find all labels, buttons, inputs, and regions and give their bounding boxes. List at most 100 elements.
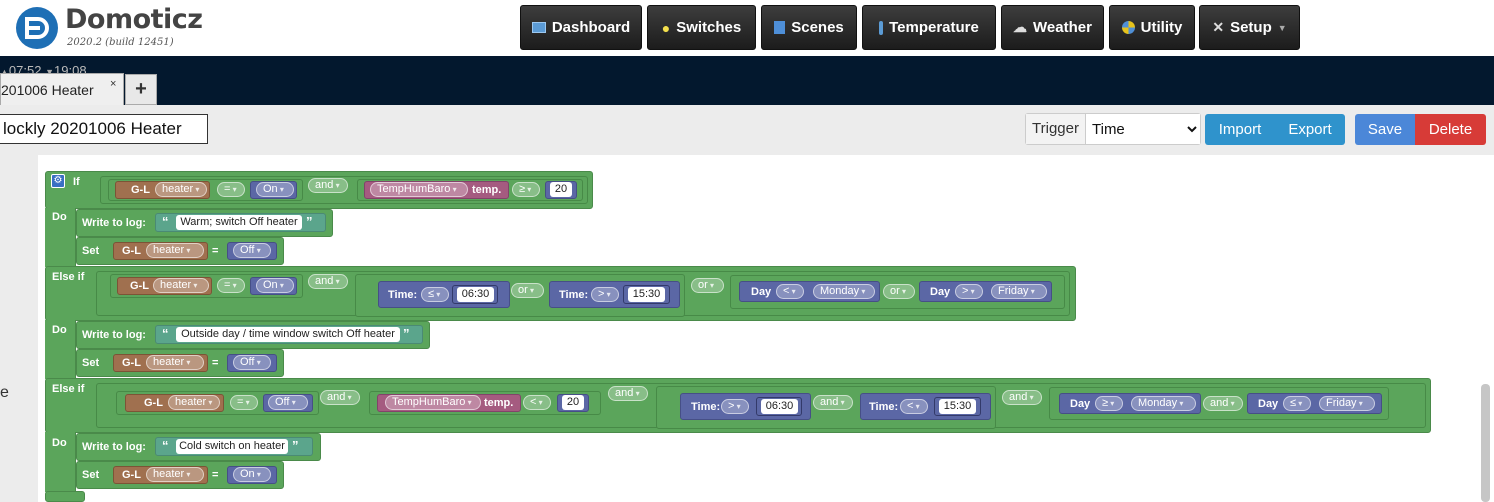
tools-icon: ✕ xyxy=(1212,19,1225,35)
operator-dropdown[interactable]: > xyxy=(721,399,749,414)
or-dropdown[interactable]: or xyxy=(691,278,724,293)
device-type-label: G-L xyxy=(122,357,141,369)
operator-dropdown[interactable]: < xyxy=(900,399,928,414)
day-dropdown[interactable]: Monday xyxy=(813,284,875,299)
nav-temperature[interactable]: Temperature xyxy=(862,5,996,50)
text-field[interactable]: Outside day / time window switch Off hea… xyxy=(176,327,400,342)
and-dropdown[interactable]: and xyxy=(1203,396,1243,411)
if-block-footer xyxy=(45,491,85,502)
and-dropdown[interactable]: and xyxy=(308,274,348,289)
day-label: Day xyxy=(930,286,951,298)
and-dropdown[interactable]: and xyxy=(1002,390,1042,405)
time-label: Time: xyxy=(559,289,589,301)
or-dropdown[interactable]: or xyxy=(511,283,544,298)
open-quote-icon: “ xyxy=(162,214,169,229)
and-dropdown[interactable]: and xyxy=(320,390,360,405)
equals-label: = xyxy=(212,357,219,369)
nav-scenes-label: Scenes xyxy=(791,19,844,36)
time-field[interactable]: 15:30 xyxy=(939,399,976,414)
sensor-dropdown[interactable]: TempHumBaro xyxy=(385,395,481,410)
device-dropdown[interactable]: heater xyxy=(146,355,204,370)
device-type-label: G-L xyxy=(131,184,150,196)
time-field[interactable]: 06:30 xyxy=(457,287,494,302)
open-quote-icon: “ xyxy=(162,438,169,453)
operator-dropdown[interactable]: = xyxy=(230,395,258,410)
number-field[interactable]: 20 xyxy=(562,395,584,410)
import-button[interactable]: Import xyxy=(1205,114,1275,145)
delete-button[interactable]: Delete xyxy=(1415,114,1486,145)
close-quote-icon: ” xyxy=(292,438,299,453)
device-type-label: G-L xyxy=(122,245,141,257)
operator-dropdown[interactable]: = xyxy=(217,182,245,197)
operator-dropdown[interactable]: < xyxy=(523,395,551,410)
write-log-label: Write to log: xyxy=(82,441,146,453)
write-log-label: Write to log: xyxy=(82,217,146,229)
device-type-label: G-L xyxy=(130,280,149,292)
side-text: e xyxy=(0,384,9,401)
operator-dropdown[interactable]: ≥ xyxy=(512,182,540,197)
trigger-select[interactable]: Time xyxy=(1086,114,1200,144)
device-dropdown[interactable]: heater xyxy=(146,467,204,482)
sensor-field-label: temp. xyxy=(472,184,502,196)
day-dropdown[interactable]: Monday xyxy=(1131,396,1196,411)
state-dropdown[interactable]: Off xyxy=(233,243,271,258)
sunset-icon: ▼ xyxy=(45,67,55,77)
device-dropdown[interactable]: heater xyxy=(168,395,220,410)
operator-dropdown[interactable]: ≤ xyxy=(421,287,449,302)
nav-scenes[interactable]: Scenes xyxy=(761,5,857,50)
and-dropdown[interactable]: and xyxy=(813,395,853,410)
device-dropdown[interactable]: heater xyxy=(155,182,207,197)
number-field[interactable]: 20 xyxy=(550,182,572,197)
operator-dropdown[interactable]: > xyxy=(591,287,619,302)
domoticz-logo-icon[interactable] xyxy=(16,7,58,49)
nav-setup[interactable]: ✕ Setup ▼ xyxy=(1199,5,1300,50)
equals-label: = xyxy=(212,469,219,481)
state-dropdown[interactable]: Off xyxy=(268,395,308,410)
device-dropdown[interactable]: heater xyxy=(153,278,209,293)
operator-dropdown[interactable]: > xyxy=(955,284,983,299)
time-field[interactable]: 06:30 xyxy=(761,399,798,414)
and-dropdown[interactable]: and xyxy=(308,178,348,193)
equals-label: = xyxy=(212,245,219,257)
close-icon[interactable]: × xyxy=(110,78,117,90)
day-dropdown[interactable]: Friday xyxy=(1319,396,1375,411)
nav-dashboard-label: Dashboard xyxy=(551,19,631,36)
operator-dropdown[interactable]: ≥ xyxy=(1095,396,1123,411)
set-label: Set xyxy=(82,245,100,257)
operator-dropdown[interactable]: = xyxy=(217,278,245,293)
day-dropdown[interactable]: Friday xyxy=(991,284,1047,299)
nav-switches[interactable]: ● Switches xyxy=(647,5,756,50)
close-quote-icon: ” xyxy=(306,214,313,229)
sensor-dropdown[interactable]: TempHumBaro xyxy=(370,182,468,197)
or-dropdown[interactable]: or xyxy=(883,284,915,299)
brand-name: Domoticz xyxy=(65,4,203,35)
chevron-down-icon: ▼ xyxy=(1277,22,1287,33)
workspace-scrollbar[interactable] xyxy=(1481,384,1490,502)
state-dropdown[interactable]: On xyxy=(256,278,294,293)
nav-weather[interactable]: ☁ Weather xyxy=(1001,5,1104,50)
device-type-label: G-L xyxy=(122,469,141,481)
nav-setup-label: Setup xyxy=(1230,19,1272,36)
save-button[interactable]: Save xyxy=(1355,114,1415,145)
state-dropdown[interactable]: Off xyxy=(233,355,271,370)
gear-icon[interactable]: ⚙ xyxy=(51,174,65,188)
and-dropdown[interactable]: and xyxy=(608,386,648,401)
elseif-spine-2 xyxy=(45,432,76,492)
device-dropdown[interactable]: heater xyxy=(146,243,204,258)
operator-dropdown[interactable]: < xyxy=(776,284,804,299)
event-name-input[interactable] xyxy=(0,114,208,144)
set-label: Set xyxy=(82,357,100,369)
text-field[interactable]: Warm; switch Off heater xyxy=(176,215,302,230)
time-field[interactable]: 15:30 xyxy=(628,287,665,302)
state-dropdown[interactable]: On xyxy=(256,182,294,197)
close-quote-icon: ” xyxy=(403,326,410,341)
nav-dashboard[interactable]: Dashboard xyxy=(520,5,642,50)
tab-event[interactable]: 201006 Heater × xyxy=(0,73,124,105)
export-button[interactable]: Export xyxy=(1275,114,1345,145)
add-tab-button[interactable]: + xyxy=(125,74,157,105)
nav-utility[interactable]: Utility xyxy=(1109,5,1195,50)
state-dropdown[interactable]: On xyxy=(233,467,271,482)
text-field[interactable]: Cold switch on heater xyxy=(176,439,288,454)
dark-navbar xyxy=(0,56,1494,105)
operator-dropdown[interactable]: ≤ xyxy=(1283,396,1311,411)
